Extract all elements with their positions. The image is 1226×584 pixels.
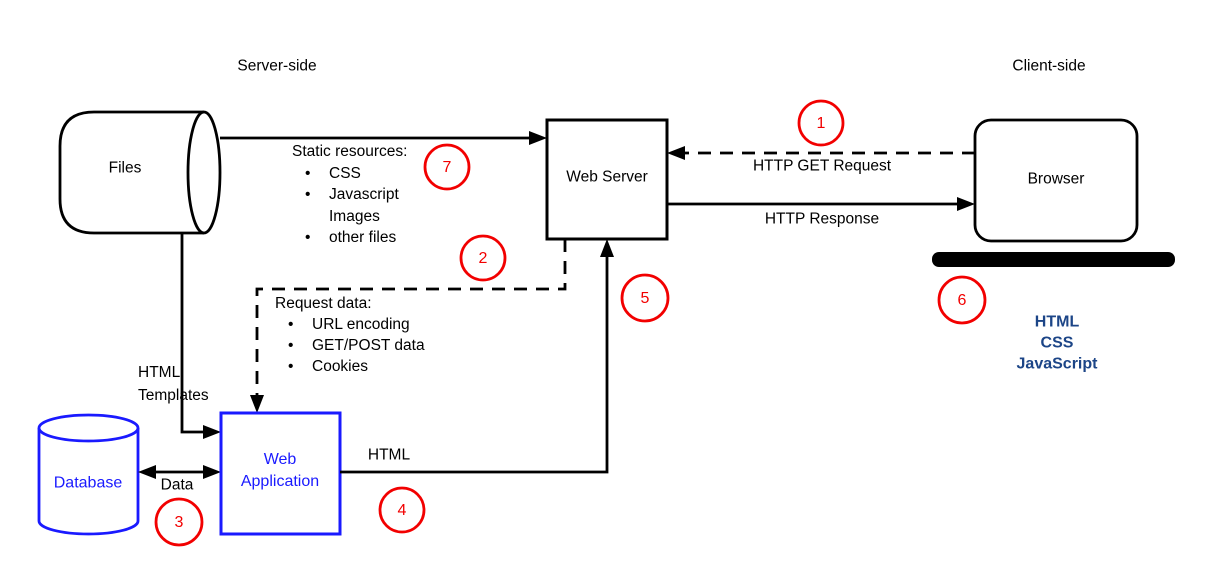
client-side-label: Client-side	[1012, 57, 1086, 75]
http-response-arrow	[667, 197, 975, 211]
database-webapp-arrow	[138, 465, 221, 479]
step-number-4: 4	[397, 502, 407, 519]
database-cylinder	[37, 413, 140, 536]
list-item: • other files	[292, 227, 407, 249]
http-get-request-label: HTTP GET Request	[752, 157, 892, 175]
bullet-marker: •	[288, 358, 294, 375]
html-templates-line2: Templates	[138, 386, 209, 404]
web-server-label: Web Server	[566, 168, 648, 186]
bullet-marker: •	[288, 316, 294, 333]
list-item-label: Javascript	[329, 186, 399, 203]
webapp-to-webserver-path	[340, 239, 614, 474]
server-side-label: Server-side	[237, 57, 317, 75]
client-tech-css: CSS	[1040, 334, 1074, 352]
files-label: Files	[108, 159, 142, 177]
laptop-base	[932, 252, 1175, 267]
http-get-dashed-arrow	[667, 146, 975, 160]
webapp-box	[219, 411, 342, 536]
static-resources-title: Static resources:	[292, 143, 408, 160]
bullet-marker	[305, 206, 329, 228]
step-number-5: 5	[640, 290, 650, 307]
list-item: • URL encoding	[275, 314, 425, 335]
html-label: HTML	[367, 446, 411, 464]
step-circle-1	[797, 99, 845, 147]
browser-box	[973, 118, 1139, 243]
list-item: • Cookies	[275, 356, 425, 377]
http-response-label: HTTP Response	[764, 210, 880, 228]
webapp-label: Web Application	[241, 449, 319, 493]
step-circle-7	[423, 143, 471, 191]
step-circle-5	[620, 273, 670, 323]
step-number-6: 6	[957, 292, 967, 309]
step-circle-2	[459, 234, 507, 282]
webapp-label-line2: Application	[240, 473, 320, 490]
list-item-label: other files	[329, 229, 397, 246]
list-item: • GET/POST data	[275, 335, 425, 356]
browser-label: Browser	[1027, 170, 1085, 188]
data-label: Data	[160, 476, 194, 494]
step-circle-3	[154, 497, 204, 547]
list-item: • Javascript	[292, 184, 407, 206]
html-templates-label: HTML Templates	[138, 362, 209, 407]
request-data-title: Request data:	[275, 295, 372, 312]
bullet-marker: •	[305, 186, 311, 203]
list-item-label: GET/POST data	[312, 337, 425, 354]
bullet-marker: •	[305, 164, 311, 182]
list-item-label: Cookies	[312, 358, 368, 375]
bullet-marker: •	[288, 337, 294, 354]
files-to-webserver-arrow	[220, 131, 547, 145]
step-number-2: 2	[478, 250, 488, 267]
list-item-label: CSS	[329, 164, 361, 182]
webapp-label-line1: Web	[263, 451, 297, 468]
client-tech-html: HTML	[1034, 313, 1080, 331]
list-item: Images	[292, 206, 407, 228]
web-server-box	[545, 118, 669, 241]
step-circle-6	[937, 275, 987, 325]
bullet-marker: •	[305, 229, 311, 246]
request-data-list: Request data: • URL encoding • GET/POST …	[275, 293, 425, 377]
static-resources-list: Static resources: • CSS • Javascript Ima…	[292, 141, 407, 249]
request-data-dashed-path	[250, 239, 567, 413]
list-item-label: Images	[329, 207, 380, 225]
client-tech-list: HTML CSS JavaScript	[1017, 312, 1098, 375]
step-number-7: 7	[442, 159, 452, 176]
list-item: • CSS	[292, 163, 407, 185]
step-circle-4	[378, 486, 426, 534]
step-number-3: 3	[174, 514, 184, 531]
database-label: Database	[53, 474, 123, 492]
files-cylinder	[58, 110, 222, 235]
html-templates-line	[180, 233, 221, 439]
list-item-label: URL encoding	[312, 316, 410, 333]
html-templates-line1: HTML	[138, 364, 181, 381]
step-number-1: 1	[816, 115, 826, 132]
client-tech-javascript: JavaScript	[1016, 355, 1098, 373]
